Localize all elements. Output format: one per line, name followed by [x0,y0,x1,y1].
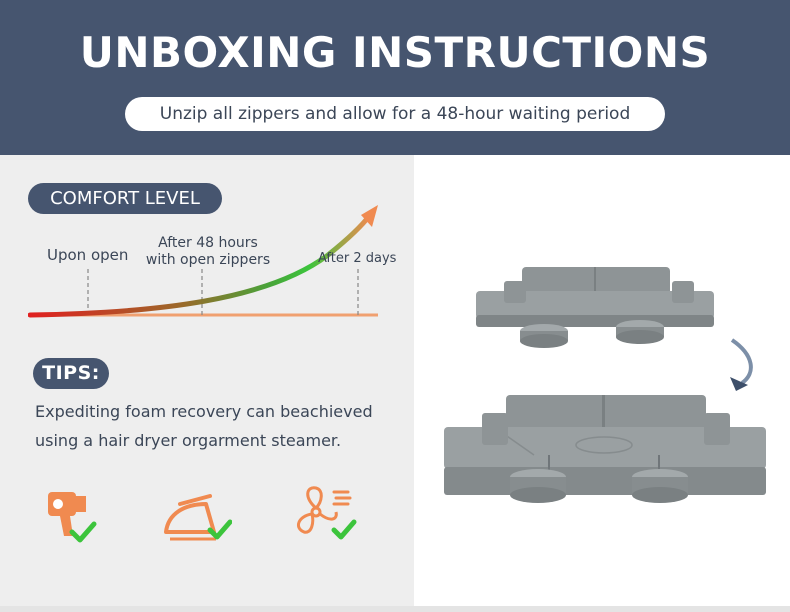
curve-arrowhead [361,205,378,227]
tips-badge: TIPS: [33,358,109,389]
subtitle-pill: Unzip all zippers and allow for a 48-hou… [125,97,665,131]
check-icon [207,519,232,540]
stage-48-hours: After 48 hours with open zippers [138,235,278,269]
stage-2-days: After 2 days [318,251,397,266]
comfort-level-badge: COMFORT LEVEL [28,183,222,214]
comfort-curve-graphic [28,205,378,318]
sofa-before-after-illustration [444,267,766,503]
page-title: UNBOXING INSTRUCTIONS [79,28,711,77]
header-banner: UNBOXING INSTRUCTIONS Unzip all zippers … [0,0,790,155]
check-icon [331,519,357,540]
hair-dryer-icon [48,492,97,543]
comfort-curve [28,212,373,318]
stage-upon-open: Upon open [47,246,129,264]
iron-icon [164,494,232,541]
product-image-panel [414,155,790,606]
transition-arrow-icon [730,338,753,385]
tips-text: Expediting foam recovery can beachieved … [35,402,373,450]
sofa-expanded [444,395,766,503]
fan-icon [296,486,357,540]
check-icon [69,521,97,543]
sofa-compressed [476,267,714,348]
stage-48-hours-text: After 48 hours with open zippers [145,235,271,268]
bottom-divider [0,606,790,612]
